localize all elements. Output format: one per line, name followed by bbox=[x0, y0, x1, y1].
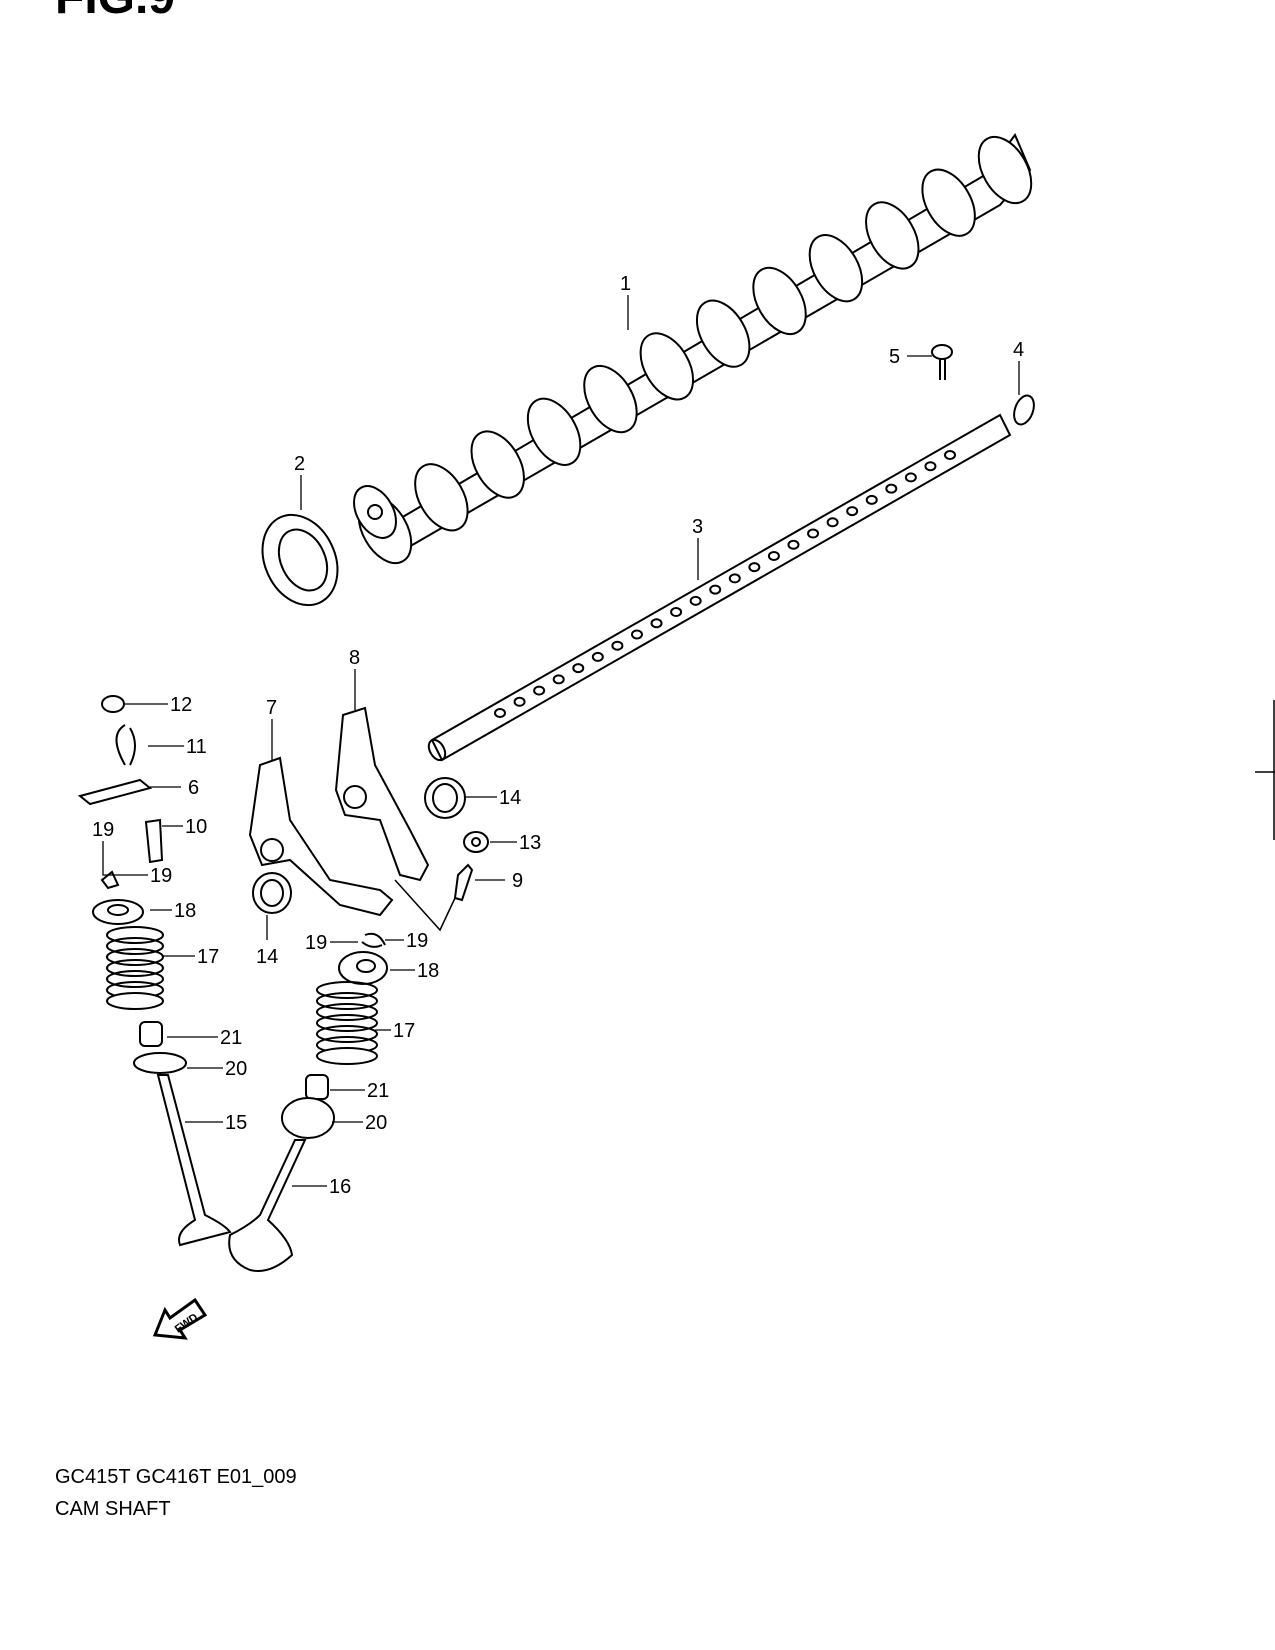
callout-17: 17 bbox=[393, 1020, 415, 1042]
adjusting-screw bbox=[453, 863, 474, 902]
model-caption: GC415T GC416T E01_009 bbox=[55, 1466, 297, 1488]
oil-hole bbox=[572, 663, 585, 674]
valve-spring-seat bbox=[281, 1097, 335, 1139]
valve-spring bbox=[106, 926, 164, 1010]
oil-hole bbox=[650, 618, 663, 629]
callout-5: 5 bbox=[889, 346, 900, 368]
callout-3: 3 bbox=[692, 516, 703, 538]
callout-17: 17 bbox=[197, 946, 219, 968]
oil-hole bbox=[826, 517, 839, 528]
callout-14: 14 bbox=[256, 946, 278, 968]
callout-18: 18 bbox=[174, 900, 196, 922]
callout-14: 14 bbox=[499, 787, 521, 809]
cam-lobe bbox=[865, 201, 920, 270]
o-ring bbox=[1013, 394, 1035, 426]
cam-lobe bbox=[639, 332, 695, 401]
cam-lobe bbox=[695, 299, 751, 368]
callout-2: 2 bbox=[294, 453, 305, 475]
oil-hole bbox=[630, 629, 643, 640]
nut bbox=[101, 695, 125, 713]
oil-hole bbox=[533, 685, 546, 696]
cam-lobe bbox=[470, 430, 525, 499]
callout-18: 18 bbox=[417, 960, 439, 982]
valve-stem-seal bbox=[139, 1021, 163, 1047]
callout-20: 20 bbox=[225, 1058, 247, 1080]
oil-hole bbox=[709, 584, 722, 595]
callout-15: 15 bbox=[225, 1112, 247, 1134]
oil-hole bbox=[807, 528, 820, 539]
cam-lobe bbox=[526, 397, 582, 466]
callout-7: 7 bbox=[266, 697, 277, 719]
diagram-name: CAM SHAFT bbox=[55, 1498, 171, 1520]
cam-lobe bbox=[808, 234, 864, 303]
valve-spring bbox=[316, 981, 378, 1065]
callout-4: 4 bbox=[1013, 339, 1024, 361]
oil-hole bbox=[513, 696, 526, 707]
callout-19: 19 bbox=[305, 932, 327, 954]
callout-labels: 1 2 3 4 5 6 7 8 9 10 11 12 13 14 14 15 1… bbox=[92, 273, 1024, 1198]
callout-9: 9 bbox=[512, 870, 523, 892]
valve-spring-retainer bbox=[338, 951, 388, 985]
intake-valve bbox=[156, 1074, 232, 1247]
rocker-arm-shaft bbox=[427, 413, 1012, 762]
callout-12: 12 bbox=[170, 694, 192, 716]
callout-8: 8 bbox=[349, 647, 360, 669]
callout-10: 10 bbox=[185, 816, 207, 838]
callout-19: 19 bbox=[406, 930, 428, 952]
oil-hole bbox=[552, 674, 565, 685]
oil-hole bbox=[904, 472, 917, 483]
fwd-arrow-icon: FWD bbox=[152, 1297, 208, 1340]
cam-lobe bbox=[921, 168, 976, 237]
callout-11: 11 bbox=[186, 736, 207, 758]
callout-19: 19 bbox=[150, 865, 172, 887]
rocker-arm-7 bbox=[248, 756, 394, 917]
oil-hole bbox=[944, 450, 956, 460]
oil-hole bbox=[728, 573, 741, 584]
callout-21: 21 bbox=[367, 1080, 389, 1102]
exhaust-valve bbox=[228, 1139, 307, 1272]
oil-hole bbox=[846, 506, 859, 517]
callout-16: 16 bbox=[329, 1176, 351, 1198]
oil-hole bbox=[924, 461, 937, 472]
callout-20: 20 bbox=[365, 1112, 387, 1134]
oil-hole bbox=[611, 640, 624, 651]
oil-hole bbox=[767, 550, 780, 561]
leader-lines bbox=[102, 295, 1020, 1187]
bolt bbox=[931, 344, 953, 380]
oil-hole bbox=[670, 607, 683, 618]
cam-lobe bbox=[752, 266, 807, 335]
nut bbox=[463, 831, 489, 853]
callout-6: 6 bbox=[188, 777, 199, 799]
rocker-spring bbox=[424, 777, 466, 819]
callout-13: 13 bbox=[519, 832, 541, 854]
cam-lobe bbox=[977, 135, 1033, 205]
oil-hole bbox=[689, 595, 702, 606]
valve-spring-retainer bbox=[92, 899, 144, 925]
callout-21: 21 bbox=[220, 1027, 242, 1049]
valve-stem-seal bbox=[305, 1074, 329, 1100]
oil-hole bbox=[748, 562, 761, 573]
screw bbox=[144, 818, 164, 864]
cam-lobe bbox=[414, 463, 469, 532]
oil-hole bbox=[494, 708, 506, 718]
callout-19: 19 bbox=[92, 819, 114, 841]
rocker-arm-8 bbox=[334, 706, 430, 882]
oil-hole bbox=[591, 651, 604, 662]
cam-lobe bbox=[583, 365, 638, 434]
oil-seal bbox=[261, 513, 339, 607]
camshaft bbox=[353, 133, 1033, 565]
figure-title: FIG.9 bbox=[55, 0, 175, 25]
spring-clip bbox=[115, 724, 136, 766]
valve-spring-seat bbox=[133, 1052, 187, 1074]
oil-hole bbox=[865, 494, 878, 505]
oil-hole bbox=[787, 539, 800, 550]
rocker-plate bbox=[77, 778, 153, 806]
cotter bbox=[361, 932, 386, 948]
rocker-spring bbox=[252, 872, 292, 914]
callout-1: 1 bbox=[620, 273, 631, 295]
oil-hole bbox=[885, 483, 898, 494]
